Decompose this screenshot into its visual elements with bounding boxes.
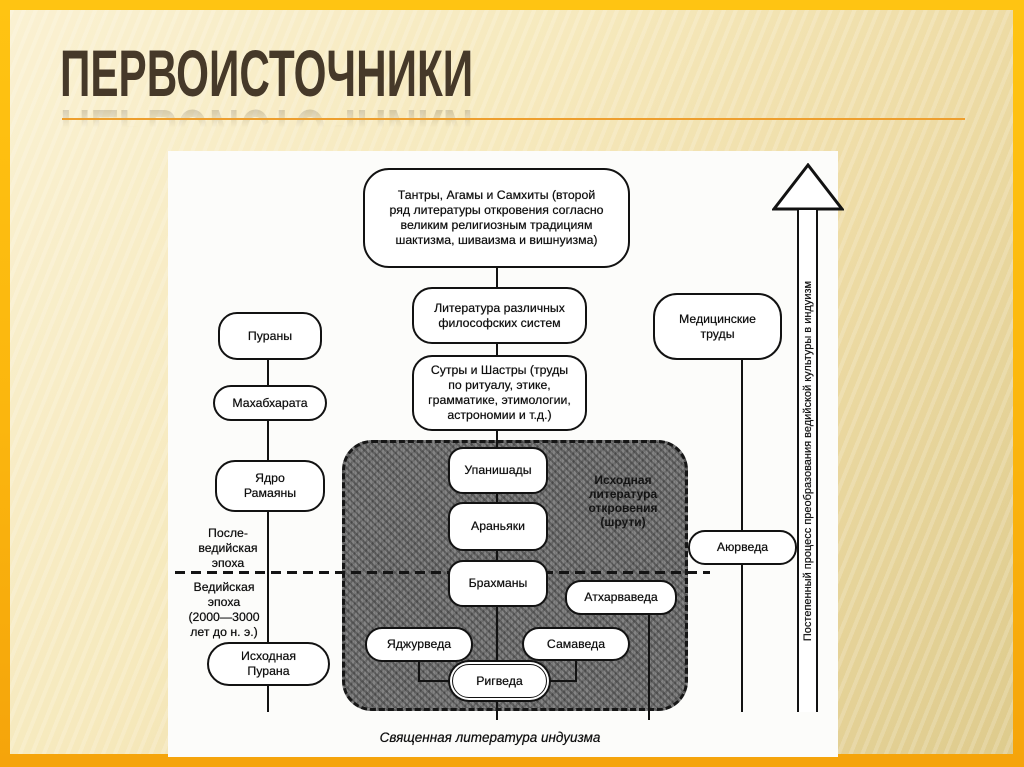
box-brahmany: Брахманы: [448, 560, 548, 607]
connector-line: [418, 680, 454, 682]
transformation-arrow-label: Постепенный процесс преобразования ведий…: [802, 280, 814, 642]
label-post-vedic-epoch: После- ведийская эпоха: [198, 526, 258, 570]
slide-background: ПЕРВОИСТОЧНИКИ Исходная литература откро…: [10, 10, 1013, 757]
connector-line: [545, 680, 577, 682]
box-yadro-ramayany: Ядро Рамаяны: [215, 460, 325, 512]
connector-line: [741, 360, 743, 530]
box-medicinskie-trudy: Медицинские труды: [653, 293, 782, 360]
box-yajurveda: Яджурведа: [365, 627, 473, 662]
connector-line: [267, 512, 269, 643]
connector-line: [741, 565, 743, 712]
connector-line: [496, 607, 498, 665]
epoch-divider-dashed-line: [175, 571, 710, 574]
box-sutry-shastry: Сутры и Шастры (труды по ритуалу, этике,…: [412, 355, 587, 431]
connector-line: [418, 662, 420, 682]
box-philosophy-literature: Литература различных философских систем: [412, 287, 587, 344]
box-samaveda: Самаведа: [522, 627, 630, 661]
connector-line: [496, 698, 498, 720]
connector-line: [267, 360, 269, 386]
title-block: ПЕРВОИСТОЧНИКИ: [60, 40, 706, 110]
box-atharvaveda: Атхарваведа: [565, 580, 677, 615]
title-underline: [62, 118, 965, 120]
box-tantry-agamy-samhity: Тантры, Агамы и Самхиты (второй ряд лите…: [363, 168, 630, 268]
connector-line: [496, 551, 498, 561]
connector-line: [496, 431, 498, 448]
diagram-panel: Исходная литература откровения (шрути) Т…: [168, 151, 844, 757]
box-iskhodnaya-purana: Исходная Пурана: [207, 642, 330, 686]
shruti-area-label: Исходная литература откровения (шрути): [588, 473, 658, 530]
connector-line: [267, 686, 269, 712]
connector-line: [267, 421, 269, 461]
box-upanishady: Упанишады: [448, 447, 548, 494]
box-purany: Пураны: [218, 312, 322, 360]
box-rigveda: Ригведа: [452, 664, 547, 698]
arrow-up-icon: [772, 163, 844, 211]
box-ayurveda: Аюрведа: [688, 530, 797, 565]
connector-line: [496, 344, 498, 356]
connector-line: [575, 661, 577, 682]
box-aranyaki: Араньяки: [448, 502, 548, 551]
page-title: ПЕРВОИСТОЧНИКИ: [60, 36, 474, 110]
box-mahabharata: Махабхарата: [213, 385, 327, 421]
transformation-arrow-shaft: [797, 210, 818, 712]
diagram-caption: Священная литература индуизма: [379, 730, 601, 745]
connector-line: [648, 615, 650, 720]
connector-line: [496, 494, 498, 503]
label-vedic-epoch: Ведийская эпоха (2000—3000 лет до н. э.): [188, 580, 260, 639]
connector-line: [496, 268, 498, 290]
